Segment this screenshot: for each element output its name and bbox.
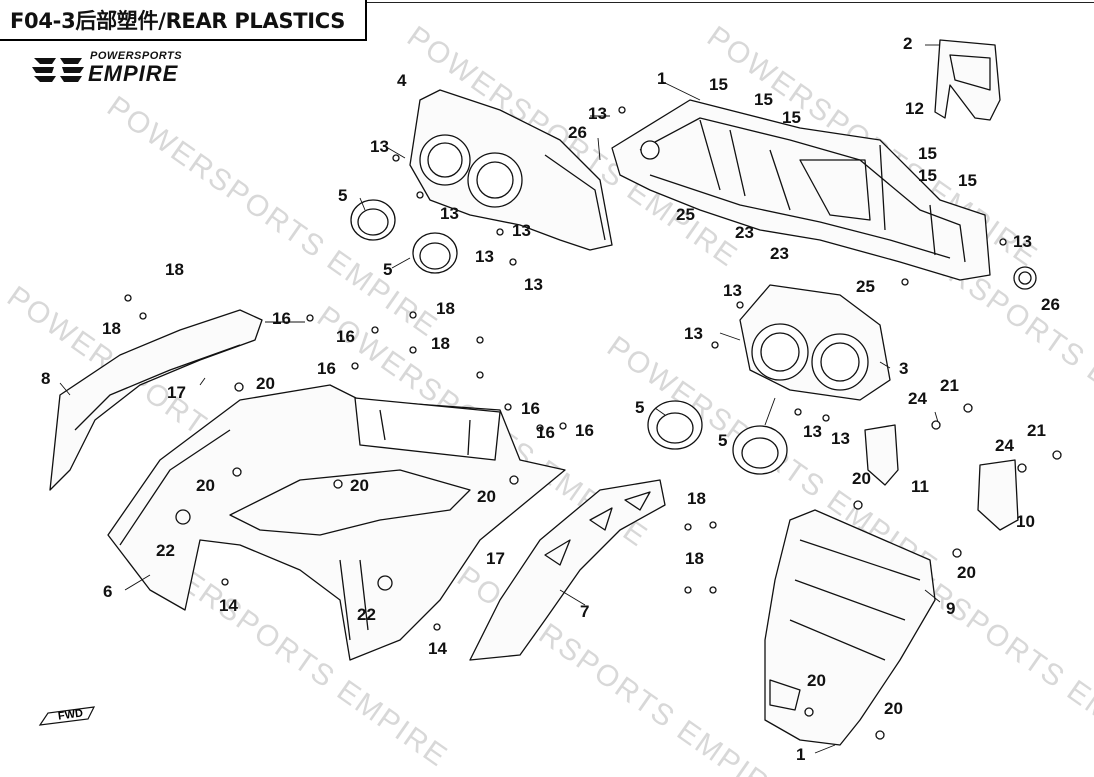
callout: 9 — [946, 599, 956, 618]
callout: 13 — [440, 204, 459, 223]
callout: 18 — [431, 334, 450, 353]
callout: 26 — [568, 123, 587, 142]
callout: 15 — [754, 90, 773, 109]
part-9-rear-panel — [764, 509, 936, 746]
callout: 5 — [338, 186, 348, 205]
callout: 3 — [899, 359, 909, 378]
callout: 17 — [167, 383, 186, 402]
callout: 21 — [1027, 421, 1046, 440]
callout: 23 — [770, 244, 789, 263]
part-7-right-cover — [469, 479, 666, 661]
part-5-lamp-upper-a — [350, 199, 396, 241]
logo-top-text: POWERSPORTS — [90, 50, 183, 62]
callout: 15 — [918, 144, 937, 163]
callout: 14 — [219, 596, 238, 615]
callout: 20 — [852, 469, 871, 488]
callout: 12 — [905, 99, 924, 118]
callout: 15 — [782, 108, 801, 127]
leader-lines — [59, 44, 941, 754]
callout: 16 — [317, 359, 336, 378]
callout: 15 — [918, 166, 937, 185]
part-5-lamp-lower-b — [732, 425, 788, 475]
callout: 15 — [958, 171, 977, 190]
callout: 18 — [685, 549, 704, 568]
callout: 21 — [940, 376, 959, 395]
callout: 13 — [370, 137, 389, 156]
callout: 1 — [657, 69, 667, 88]
callout: 5 — [383, 260, 393, 279]
callout: 7 — [580, 602, 590, 621]
part-5-lamp-upper-b — [412, 232, 458, 274]
callout: 17 — [486, 549, 505, 568]
callout: 13 — [512, 221, 531, 240]
fwd-indicator: FWD — [38, 705, 98, 731]
callout: 20 — [957, 563, 976, 582]
part-5-lamp-lower-a — [647, 400, 703, 450]
callout: 16 — [272, 309, 291, 328]
callout: 13 — [723, 281, 742, 300]
callout: 20 — [884, 699, 903, 718]
callout: 15 — [709, 75, 728, 94]
callout: 18 — [165, 260, 184, 279]
callout: 10 — [1016, 512, 1035, 531]
callout: 20 — [807, 671, 826, 690]
callout: 6 — [103, 582, 113, 601]
callout: 20 — [196, 476, 215, 495]
part-2-bracket — [934, 39, 1001, 121]
fwd-arrow-icon — [38, 706, 96, 726]
callout: 16 — [336, 327, 355, 346]
callout: 5 — [635, 398, 645, 417]
callout: 20 — [256, 374, 275, 393]
part-10-bracket — [977, 459, 1019, 531]
callout: 24 — [995, 436, 1014, 455]
logo-main-text: EMPIRE — [88, 61, 179, 86]
callout: 13 — [588, 104, 607, 123]
callout: 20 — [350, 476, 369, 495]
callout: 13 — [475, 247, 494, 266]
callout: 25 — [856, 277, 875, 296]
callout: 11 — [911, 477, 929, 496]
title-box: F04-3后部塑件/REAR PLASTICS — [0, 0, 367, 41]
part-4-lamp-housing — [409, 89, 613, 251]
part-1-rear-frame — [611, 99, 1037, 290]
callout: 13 — [524, 275, 543, 294]
callout: 25 — [676, 205, 695, 224]
callout: 22 — [357, 605, 376, 624]
callout: 22 — [156, 541, 175, 560]
brand-emblem-icon — [32, 58, 84, 82]
part-3-lamp-housing — [739, 284, 891, 401]
part-8-left-flare — [49, 309, 263, 491]
callout: 2 — [903, 34, 913, 53]
callout: 8 — [41, 369, 51, 388]
callout: 13 — [831, 429, 850, 448]
top-rule — [367, 2, 1094, 3]
brand-logo: POWERSPORTS EMPIRE — [30, 50, 230, 90]
callout: 5 — [718, 431, 728, 450]
callout: 16 — [536, 423, 555, 442]
callout: 13 — [684, 324, 703, 343]
callout: 23 — [735, 223, 754, 242]
callout: 1 — [796, 745, 806, 764]
callout: 16 — [575, 421, 594, 440]
callout: 4 — [397, 71, 407, 90]
part-6-rear-fender — [107, 384, 566, 661]
callout: 26 — [1041, 295, 1060, 314]
part-11-bracket — [864, 424, 899, 486]
callout: 13 — [803, 422, 822, 441]
callout: 24 — [908, 389, 927, 408]
callout: 18 — [687, 489, 706, 508]
callout: 18 — [436, 299, 455, 318]
callout: 14 — [428, 639, 447, 658]
fasteners — [124, 106, 1062, 740]
callout: 20 — [477, 487, 496, 506]
callout: 16 — [521, 399, 540, 418]
callout: 18 — [102, 319, 121, 338]
callout: 13 — [1013, 232, 1032, 251]
page-title: F04-3后部塑件/REAR PLASTICS — [10, 9, 346, 33]
